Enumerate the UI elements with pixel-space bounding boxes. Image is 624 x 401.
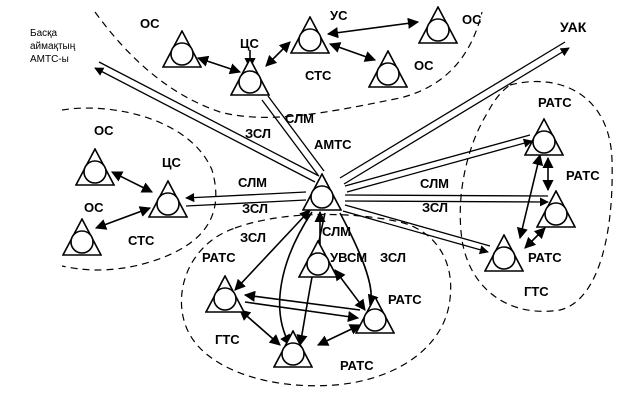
label-rats-b2: РАТС	[388, 292, 422, 307]
label-other-region-2: аймақтың	[30, 41, 76, 52]
label-rats-r1: РАТС	[538, 95, 572, 110]
zone-left	[61, 107, 217, 271]
label-rats-b3: РАТС	[340, 358, 374, 373]
label-os-5: ОС	[84, 200, 104, 215]
label-rats-b1: РАТС	[202, 250, 236, 265]
cs-node-left	[148, 180, 188, 218]
label-uvsm: УВСМ	[330, 250, 367, 265]
rats-node-b3	[273, 330, 313, 368]
label-other-region-3: АМТС-ы	[30, 54, 69, 65]
rats-node-r3	[484, 234, 524, 272]
label-sts-left: СТС	[128, 233, 155, 248]
rats-node-b1	[205, 275, 245, 313]
label-os-3: ОС	[414, 58, 434, 73]
label-cs-left: ЦС	[162, 155, 181, 170]
label-uak: УАК	[560, 19, 587, 35]
label-amts: АМТС	[314, 137, 352, 152]
label-zsl-right: ЗСЛ	[422, 200, 448, 215]
label-zsl-top: ЗСЛ	[245, 126, 271, 141]
os-node-4	[75, 148, 115, 186]
label-zsl-bottom-right: ЗСЛ	[380, 250, 406, 265]
label-slm-top: СЛМ	[285, 111, 314, 126]
label-us: УС	[330, 8, 348, 23]
zone-top	[94, 11, 483, 118]
zone-right	[459, 81, 613, 312]
us-node	[290, 16, 330, 54]
label-zsl-bottom-left: ЗСЛ	[240, 230, 266, 245]
rats-node-r1	[524, 118, 564, 156]
label-cs-top: ЦС	[240, 36, 259, 51]
label-rats-r3: РАТС	[528, 250, 562, 265]
label-rats-r2: РАТС	[566, 168, 600, 183]
trunk-lines	[95, 42, 569, 252]
label-other-region-1: Басқа	[30, 28, 57, 39]
label-sts-top: СТС	[305, 68, 332, 83]
label-slm-left: СЛМ	[238, 175, 267, 190]
os-node-3	[368, 50, 408, 88]
label-os-2: ОС	[462, 12, 482, 27]
os-node-5	[62, 218, 102, 256]
label-zsl-left: ЗСЛ	[242, 201, 268, 216]
os-node-2	[418, 6, 458, 44]
label-gts-bottom: ГТС	[215, 332, 240, 347]
label-os-4: ОС	[94, 123, 114, 138]
os-node-1	[162, 30, 202, 68]
label-slm-right: СЛМ	[420, 176, 449, 191]
label-slm-bottom: СЛМ	[322, 224, 351, 239]
label-gts-right: ГТС	[524, 284, 549, 299]
cs-node-top	[230, 58, 270, 96]
label-os-1: ОС	[140, 16, 160, 31]
